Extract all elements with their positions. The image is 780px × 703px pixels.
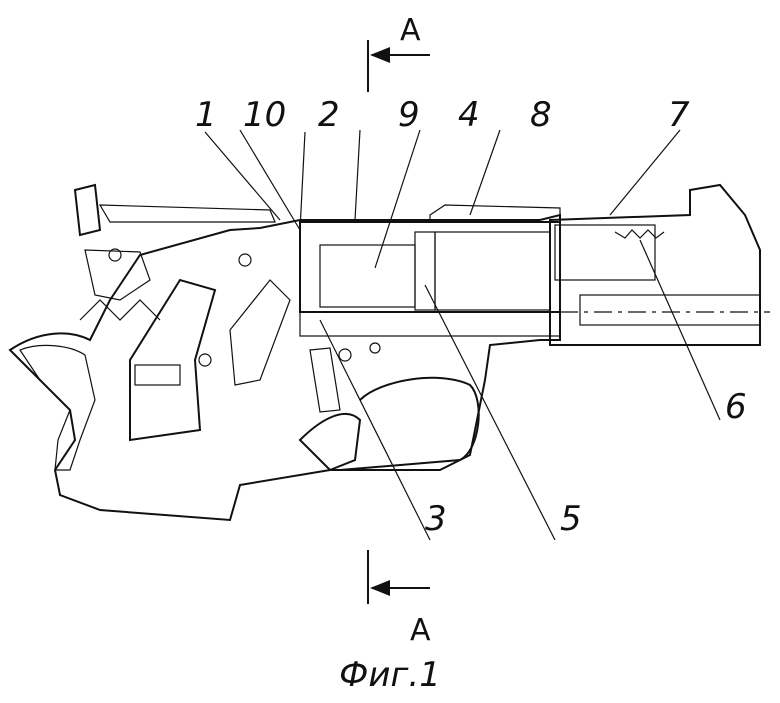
trigger-group xyxy=(79,279,480,472)
figure-caption: Фиг.1 xyxy=(339,655,441,695)
section-mark-top: A xyxy=(367,13,430,92)
callout-9: 9 xyxy=(398,95,420,135)
magazine-section xyxy=(108,248,381,442)
callout-leaders xyxy=(204,129,721,541)
section-label-top: A xyxy=(400,13,421,48)
muzzle-section xyxy=(549,183,770,346)
callout-8: 8 xyxy=(530,95,552,135)
frame-outline xyxy=(8,213,561,522)
callout-1: 1 xyxy=(195,95,217,135)
slide-assembly xyxy=(299,204,561,337)
callout-2: 2 xyxy=(318,95,340,135)
callout-10: 10 xyxy=(243,95,286,135)
callout-5: 5 xyxy=(560,499,582,539)
callout-3: 3 xyxy=(425,499,447,539)
callout-7: 7 xyxy=(668,95,690,135)
section-label-bottom: A xyxy=(410,613,431,648)
callout-6: 6 xyxy=(725,387,747,427)
rear-sight xyxy=(73,183,276,237)
callout-4: 4 xyxy=(458,95,480,135)
section-mark-bottom: A xyxy=(367,550,431,648)
